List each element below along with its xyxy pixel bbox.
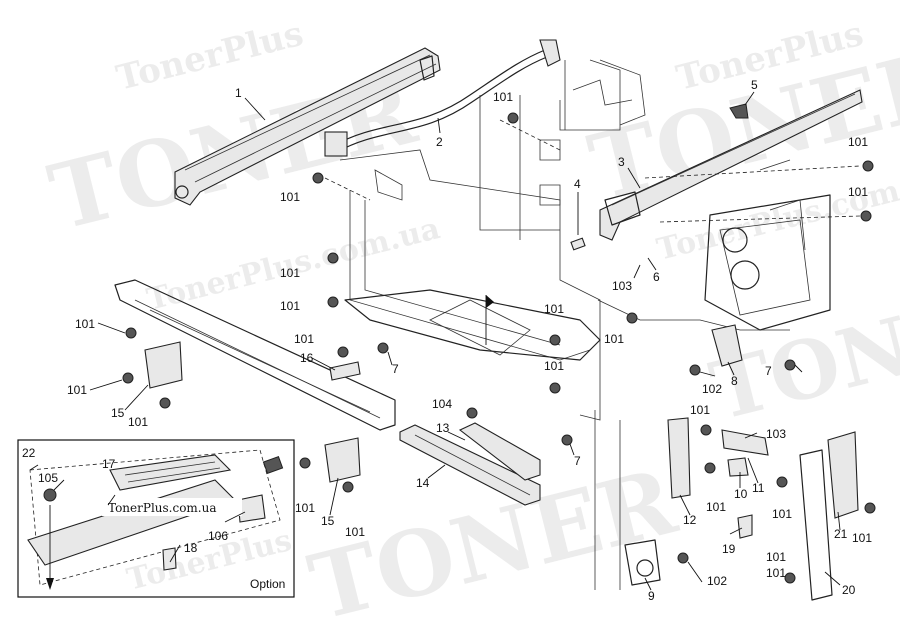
callout-17: 17 xyxy=(102,457,116,471)
callout-101-j: 101 xyxy=(604,332,624,346)
rail-part-3 xyxy=(599,89,863,241)
callout-101-r: 101 xyxy=(766,550,786,564)
option-box: TonerPlus.com.ua Option xyxy=(17,439,295,598)
callout-21: 21 xyxy=(834,527,848,541)
callout-105: 105 xyxy=(38,471,58,485)
rail-part-1 xyxy=(174,47,441,206)
callout-104: 104 xyxy=(432,397,452,411)
callout-101-a: 101 xyxy=(493,90,513,104)
callout-6: 6 xyxy=(653,270,660,284)
callout-103-a: 103 xyxy=(612,279,632,293)
callout-101-p: 101 xyxy=(772,507,792,521)
callout-3: 3 xyxy=(618,155,625,169)
lower-plate xyxy=(114,279,396,431)
option-label: Option xyxy=(250,577,285,591)
callout-14: 14 xyxy=(416,476,430,490)
callout-20: 20 xyxy=(842,583,856,597)
part-16-plate xyxy=(329,361,361,381)
right-side-frame xyxy=(597,159,831,331)
option-site-tag: TonerPlus.com.ua xyxy=(108,501,217,515)
part-8-bracket xyxy=(711,324,743,367)
screws xyxy=(122,112,876,584)
assembly-lines xyxy=(324,119,861,590)
part-5-clip xyxy=(729,103,749,119)
callout-101-i: 101 xyxy=(544,302,564,316)
leader-lines xyxy=(29,91,841,591)
callout-10: 10 xyxy=(734,487,748,501)
callout-11: 11 xyxy=(752,481,765,495)
callout-101-q: 101 xyxy=(852,531,872,545)
callout-13: 13 xyxy=(436,421,450,435)
callout-5: 5 xyxy=(751,78,758,92)
guide-13-14 xyxy=(399,422,541,506)
callout-15b: 15 xyxy=(321,514,335,528)
callout-101-l: 101 xyxy=(848,135,868,149)
callout-101-c: 101 xyxy=(280,266,300,280)
part-15-bracket-a xyxy=(144,341,183,389)
callout-18: 18 xyxy=(184,541,198,555)
callout-19: 19 xyxy=(722,542,736,556)
callout-101-t: 101 xyxy=(295,501,315,515)
callout-7c: 7 xyxy=(765,364,772,378)
callout-22: 22 xyxy=(22,446,36,460)
callout-labels: 1 2 3 4 5 6 7 7 7 8 9 10 11 12 13 14 15 … xyxy=(22,78,872,603)
callout-103-b: 103 xyxy=(766,427,786,441)
callout-106: 106 xyxy=(208,529,228,543)
callout-8: 8 xyxy=(731,374,738,388)
harness-part-2 xyxy=(324,39,561,157)
callout-101-s: 101 xyxy=(766,566,786,580)
watermark-brand-1: TonerPlus xyxy=(113,14,308,99)
callout-101-u: 101 xyxy=(345,525,365,539)
main-frame xyxy=(339,59,646,421)
callout-101-k: 101 xyxy=(544,359,564,373)
callout-101-n: 101 xyxy=(690,403,710,417)
callout-101-f: 101 xyxy=(67,383,87,397)
part-4-pin xyxy=(570,237,586,251)
callout-7b: 7 xyxy=(574,454,581,468)
callout-1: 1 xyxy=(235,86,242,100)
part-15-bracket-b xyxy=(324,437,361,483)
callout-101-d: 101 xyxy=(280,299,300,313)
callout-7a: 7 xyxy=(392,362,399,376)
callout-101-m: 101 xyxy=(848,185,868,199)
lower-right-parts xyxy=(624,417,769,586)
callout-12: 12 xyxy=(683,513,697,527)
callout-101-g: 101 xyxy=(128,415,148,429)
bracket-20-21 xyxy=(799,431,859,601)
callout-101-b: 101 xyxy=(280,190,300,204)
callout-16: 16 xyxy=(300,351,314,365)
callout-4: 4 xyxy=(574,177,581,191)
callout-9: 9 xyxy=(648,589,655,603)
callout-101-o: 101 xyxy=(706,500,726,514)
callout-2: 2 xyxy=(436,135,443,149)
callout-102-b: 102 xyxy=(707,574,727,588)
callout-101-h: 101 xyxy=(294,332,314,346)
callout-15a: 15 xyxy=(111,406,125,420)
callout-101-e: 101 xyxy=(75,317,95,331)
callout-102-a: 102 xyxy=(702,382,722,396)
